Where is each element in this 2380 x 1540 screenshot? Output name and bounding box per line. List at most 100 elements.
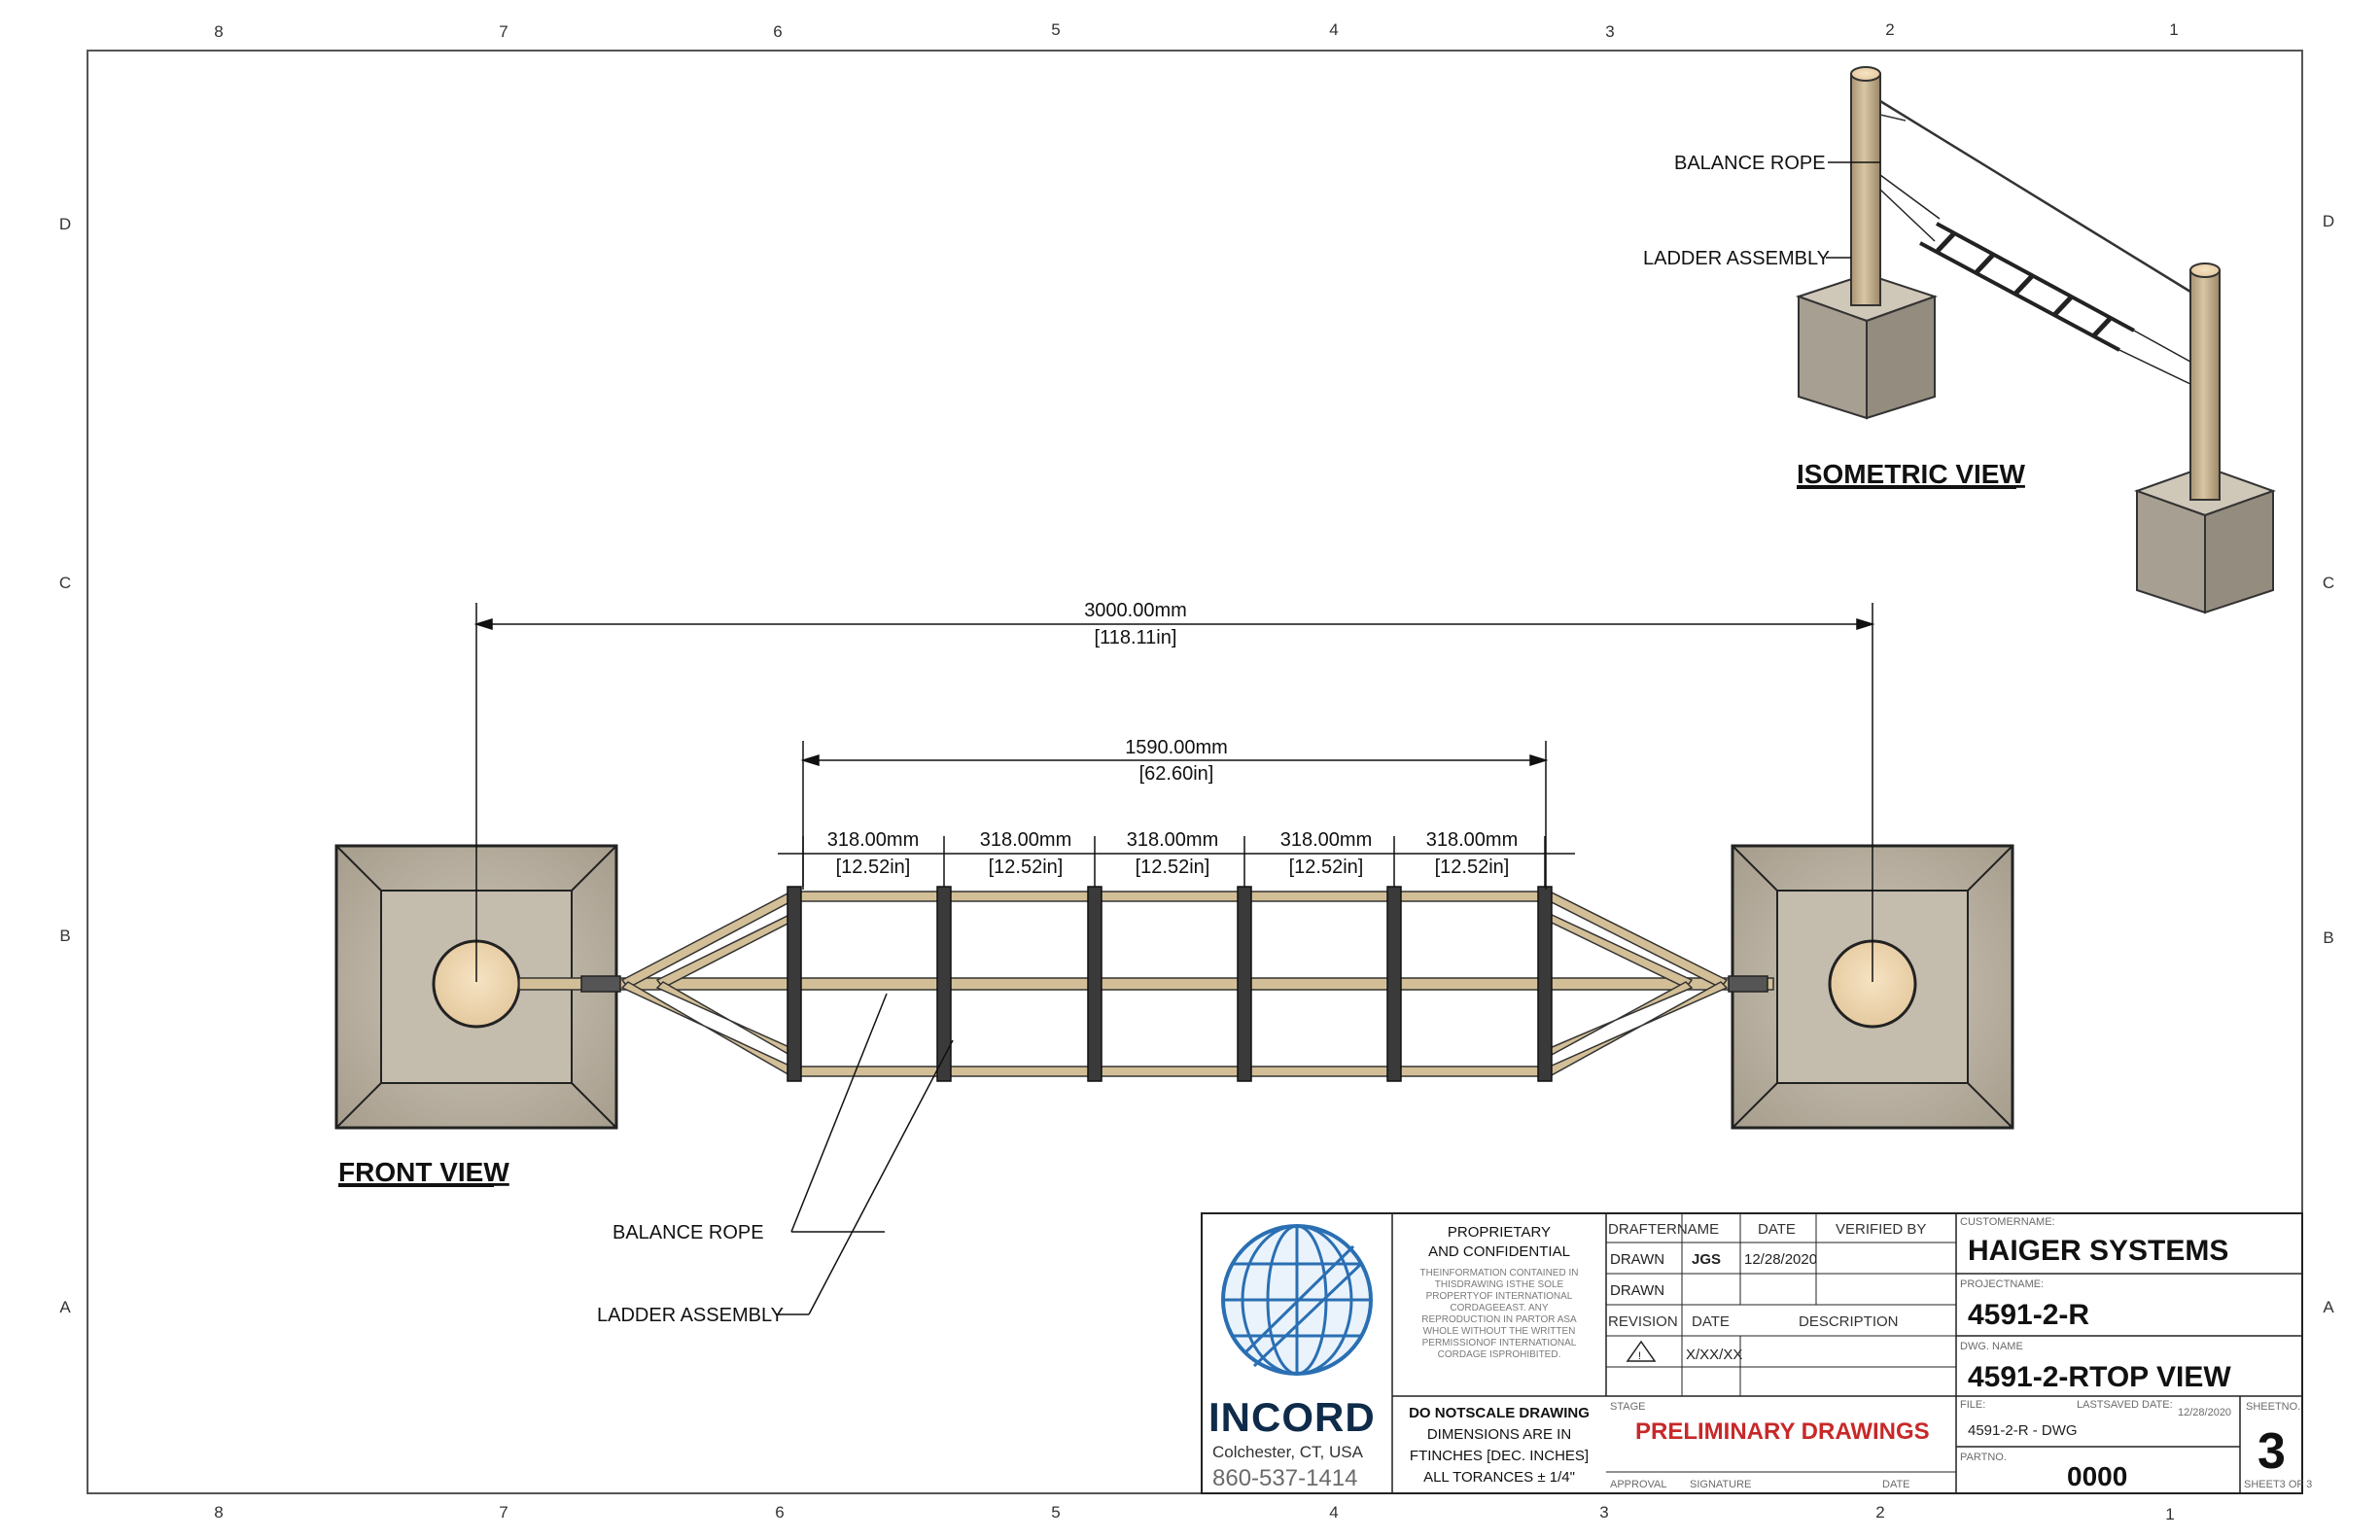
iso-callout-ladder-assembly: LADDER ASSEMBLY (1643, 248, 1830, 269)
zone-row-d-right: D (2323, 212, 2334, 230)
dim-rung-5-in: [12.52in] (1435, 857, 1510, 878)
dwg-name: 4591-2-RTOP VIEW (1968, 1361, 2231, 1393)
iso-right-post (2189, 269, 2221, 501)
zone-col-7: 7 (499, 22, 508, 41)
revision-warning-mark: ! (1638, 1350, 1641, 1362)
zone-labels-sides: D C B A D C B A (59, 212, 2334, 1316)
proprietary-line-7: PERMISSIONOF INTERNATIONAL (1422, 1338, 1577, 1348)
zone-col-3: 3 (1605, 22, 1614, 41)
incord-wordmark: INCORD (1208, 1394, 1376, 1440)
hdr-revision: REVISION (1608, 1313, 1678, 1330)
incord-logo: INCORD Colchester, CT, USA 860-537-1414 (1208, 1224, 1376, 1491)
zone-col-6-bottom: 6 (775, 1503, 784, 1522)
iso-left-post (1850, 73, 1881, 306)
sheet-border (87, 50, 2303, 1494)
front-right-base-bevel-1 (1732, 845, 1778, 892)
front-callout-leader-balance-diag (790, 993, 888, 1233)
rung-3 (1087, 886, 1102, 1082)
proprietary-title-2: AND CONFIDENTIAL (1428, 1243, 1570, 1260)
iso-balance-rope-stay (1879, 114, 1907, 122)
dwg-name-label: DWG. NAME (1960, 1341, 2023, 1352)
part-no-value: 0000 (2067, 1461, 2127, 1491)
zone-row-a-left: A (59, 1298, 71, 1316)
zone-col-2: 2 (1885, 20, 1894, 39)
zone-row-d-left: D (59, 215, 71, 233)
iso-ladder-assembly (1879, 174, 2191, 385)
dim-rung-1-mm: 318.00mm (827, 829, 920, 851)
drawn-label-2: DRAWN (1610, 1282, 1664, 1299)
zone-col-4: 4 (1329, 20, 1338, 39)
isometric-view-title: ISOMETRIC VIEW (1797, 459, 2025, 489)
dim-overall-mm: 3000.00mm (1084, 600, 1187, 621)
iso-callout-balance-rope: BALANCE ROPE (1674, 153, 1826, 174)
zone-row-c-left: C (59, 574, 71, 592)
scale-note-2: DIMENSIONS ARE IN (1427, 1426, 1571, 1443)
zone-col-1: 1 (2169, 20, 2178, 39)
part-no-label: PARTNO. (1960, 1452, 2007, 1463)
dim-ladder-mm: 1590.00mm (1125, 737, 1228, 758)
customer-name: HAIGER SYSTEMS (1968, 1235, 2228, 1267)
front-callout-ladder-assembly: LADDER ASSEMBLY (597, 1305, 784, 1326)
zone-col-1-bottom: 1 (2165, 1505, 2174, 1523)
proprietary-line-1: THEINFORMATION CONTAINED IN (1420, 1268, 1579, 1278)
dim-rung-2-in: [12.52in] (989, 857, 1064, 878)
front-balance-rope (518, 977, 1774, 991)
rung-6 (1537, 886, 1553, 1082)
zone-col-7-bottom: 7 (499, 1503, 508, 1522)
proprietary-line-2: THISDRAWING ISTHE SOLE (1435, 1279, 1564, 1290)
project-name: 4591-2-R (1968, 1299, 2089, 1331)
hdr-description: DESCRIPTION (1799, 1313, 1899, 1330)
iso-right-base-side (2204, 489, 2274, 614)
proprietary-line-5: REPRODUCTION IN PARTOR ASA (1421, 1314, 1577, 1325)
hdr-rev-date: DATE (1692, 1313, 1730, 1330)
zone-row-a-right: A (2323, 1298, 2334, 1316)
proprietary-title-1: PROPRIETARY (1448, 1224, 1551, 1241)
dim-rung-spacing (778, 836, 1575, 887)
scale-note-4: ALL TORANCES ± 1/4" (1423, 1469, 1575, 1486)
approval-label: APPROVAL (1610, 1479, 1667, 1490)
zone-col-5-bottom: 5 (1051, 1503, 1060, 1522)
customer-label: CUSTOMERNAME: (1960, 1216, 2055, 1228)
front-left-base-bevel-2 (571, 845, 617, 892)
front-bridle-ropes (620, 890, 1729, 1078)
dim-rung-5-mm: 318.00mm (1426, 829, 1519, 851)
front-callout-balance-rope: BALANCE ROPE (612, 1222, 764, 1243)
dim-rung-4-mm: 318.00mm (1280, 829, 1373, 851)
front-left-connector (580, 975, 621, 993)
stage-value: PRELIMINARY DRAWINGS (1635, 1418, 1930, 1445)
rung-1 (787, 886, 802, 1082)
front-right-connector (1728, 975, 1768, 993)
dim-rung-3-in: [12.52in] (1136, 857, 1210, 878)
sheet-no-value: 3 (2258, 1423, 2286, 1480)
zone-labels-top: 8 7 6 5 4 3 2 1 (214, 20, 2178, 41)
zone-col-8: 8 (214, 22, 223, 41)
zone-col-5: 5 (1051, 20, 1060, 39)
title-block: INCORD Colchester, CT, USA 860-537-1414 … (1201, 1212, 2312, 1494)
rung-2 (936, 886, 952, 1082)
proprietary-line-3: PROPERTYOF INTERNATIONAL (1426, 1291, 1573, 1302)
incord-phone: 860-537-1414 (1212, 1465, 1357, 1491)
front-left-base-bevel-3 (335, 1082, 382, 1129)
rung-4 (1237, 886, 1252, 1082)
front-ladder-rope-top (790, 891, 1551, 902)
hdr-drafter: DRAFTERNAME (1608, 1221, 1719, 1238)
isometric-view: BALANCE ROPE LADDER ASSEMBLY ISOMETRIC V… (1643, 66, 2276, 614)
zone-col-3-bottom: 3 (1599, 1503, 1608, 1522)
last-saved-label: LASTSAVED DATE: (2077, 1399, 2173, 1411)
front-view-title: FRONT VIEW (338, 1157, 509, 1187)
proprietary-line-4: CORDAGEEAST. ANY (1450, 1303, 1548, 1313)
zone-col-4-bottom: 4 (1329, 1503, 1338, 1522)
front-right-base-bevel-3 (1732, 1082, 1778, 1129)
drawn-date: 12/28/2020 (1744, 1251, 1817, 1268)
revision-date: X/XX/XX (1686, 1347, 1742, 1363)
zone-col-6: 6 (773, 22, 782, 41)
proprietary-line-8: CORDAGE ISPROHIBITED. (1438, 1349, 1561, 1360)
dim-overall (473, 603, 1875, 982)
proprietary-line-6: WHOLE WITHOUT THE WRITTEN (1423, 1326, 1576, 1337)
scale-note-1: DO NOTSCALE DRAWING (1409, 1405, 1590, 1421)
front-ladder-rungs (787, 886, 1553, 1082)
scale-note-3: FTINCHES [DEC. INCHES] (1410, 1448, 1589, 1464)
zone-row-c-right: C (2323, 574, 2334, 592)
last-saved-value: 12/28/2020 (2178, 1407, 2231, 1418)
iso-balance-rope (1879, 99, 2191, 294)
